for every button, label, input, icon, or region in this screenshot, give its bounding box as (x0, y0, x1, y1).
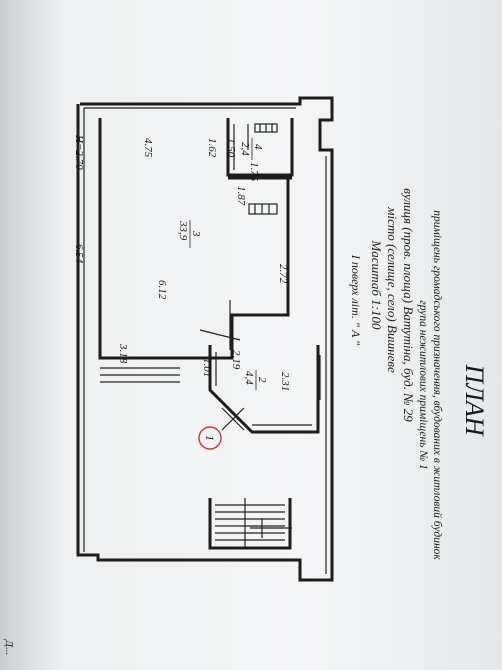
address-street: вулиця (пров. площа) Ватутіна, буд. № 29 (401, 188, 416, 422)
address-city: місто (селище, село) Вишневе (385, 206, 400, 373)
dim-height: H=2.70 (73, 134, 85, 170)
dim-1-01: 1.01 (201, 358, 213, 377)
dim-6-12: 6.12 (156, 280, 168, 300)
dim-3-18: 3.18 (117, 343, 129, 364)
plan-subtitle-1: приміщень громадського призначення, вбуд… (431, 210, 444, 560)
plan-subtitle-2: група нежитлових приміщень № 1 (417, 300, 429, 470)
floor-label: I поверх літ. " A " (349, 254, 363, 346)
dim-2-72: 2.72 (277, 264, 289, 284)
room-2-number: 2 (256, 377, 268, 383)
group-number-circle (198, 426, 222, 450)
dim-2-19: 2.19 (230, 350, 242, 370)
room-3-wall (98, 118, 290, 360)
radiator-icon (248, 203, 278, 215)
dim-1-50: 1.50 (225, 138, 237, 158)
plan-title: ПЛАН (460, 363, 489, 436)
room-2-area: 4,4 (243, 371, 255, 385)
room-3-number: 3 (190, 230, 202, 237)
group-number: 1 (203, 435, 217, 441)
dim-1-75: 1.75 (248, 162, 260, 182)
staircase-wall (208, 498, 292, 550)
dim-6-54: 6.54 (73, 244, 85, 264)
room-4-number: 4 (252, 144, 264, 150)
room-2-wall (208, 345, 320, 434)
dim-1-87: 1.87 (235, 186, 247, 206)
door-mark (199, 329, 241, 341)
outer-wall (76, 96, 334, 582)
room-4-wall (226, 118, 294, 177)
room-3-area: 33,9 (177, 220, 189, 241)
door-mark (221, 407, 245, 431)
margin-note: Д... (3, 639, 15, 655)
scale-label: Масштаб 1:100 (369, 240, 384, 330)
dim-1-62: 1.62 (206, 138, 218, 158)
room-4-area: 2,4 (239, 142, 251, 156)
dim-4-75: 4.75 (142, 138, 154, 158)
dim-2-31: 2.31 (279, 372, 291, 391)
